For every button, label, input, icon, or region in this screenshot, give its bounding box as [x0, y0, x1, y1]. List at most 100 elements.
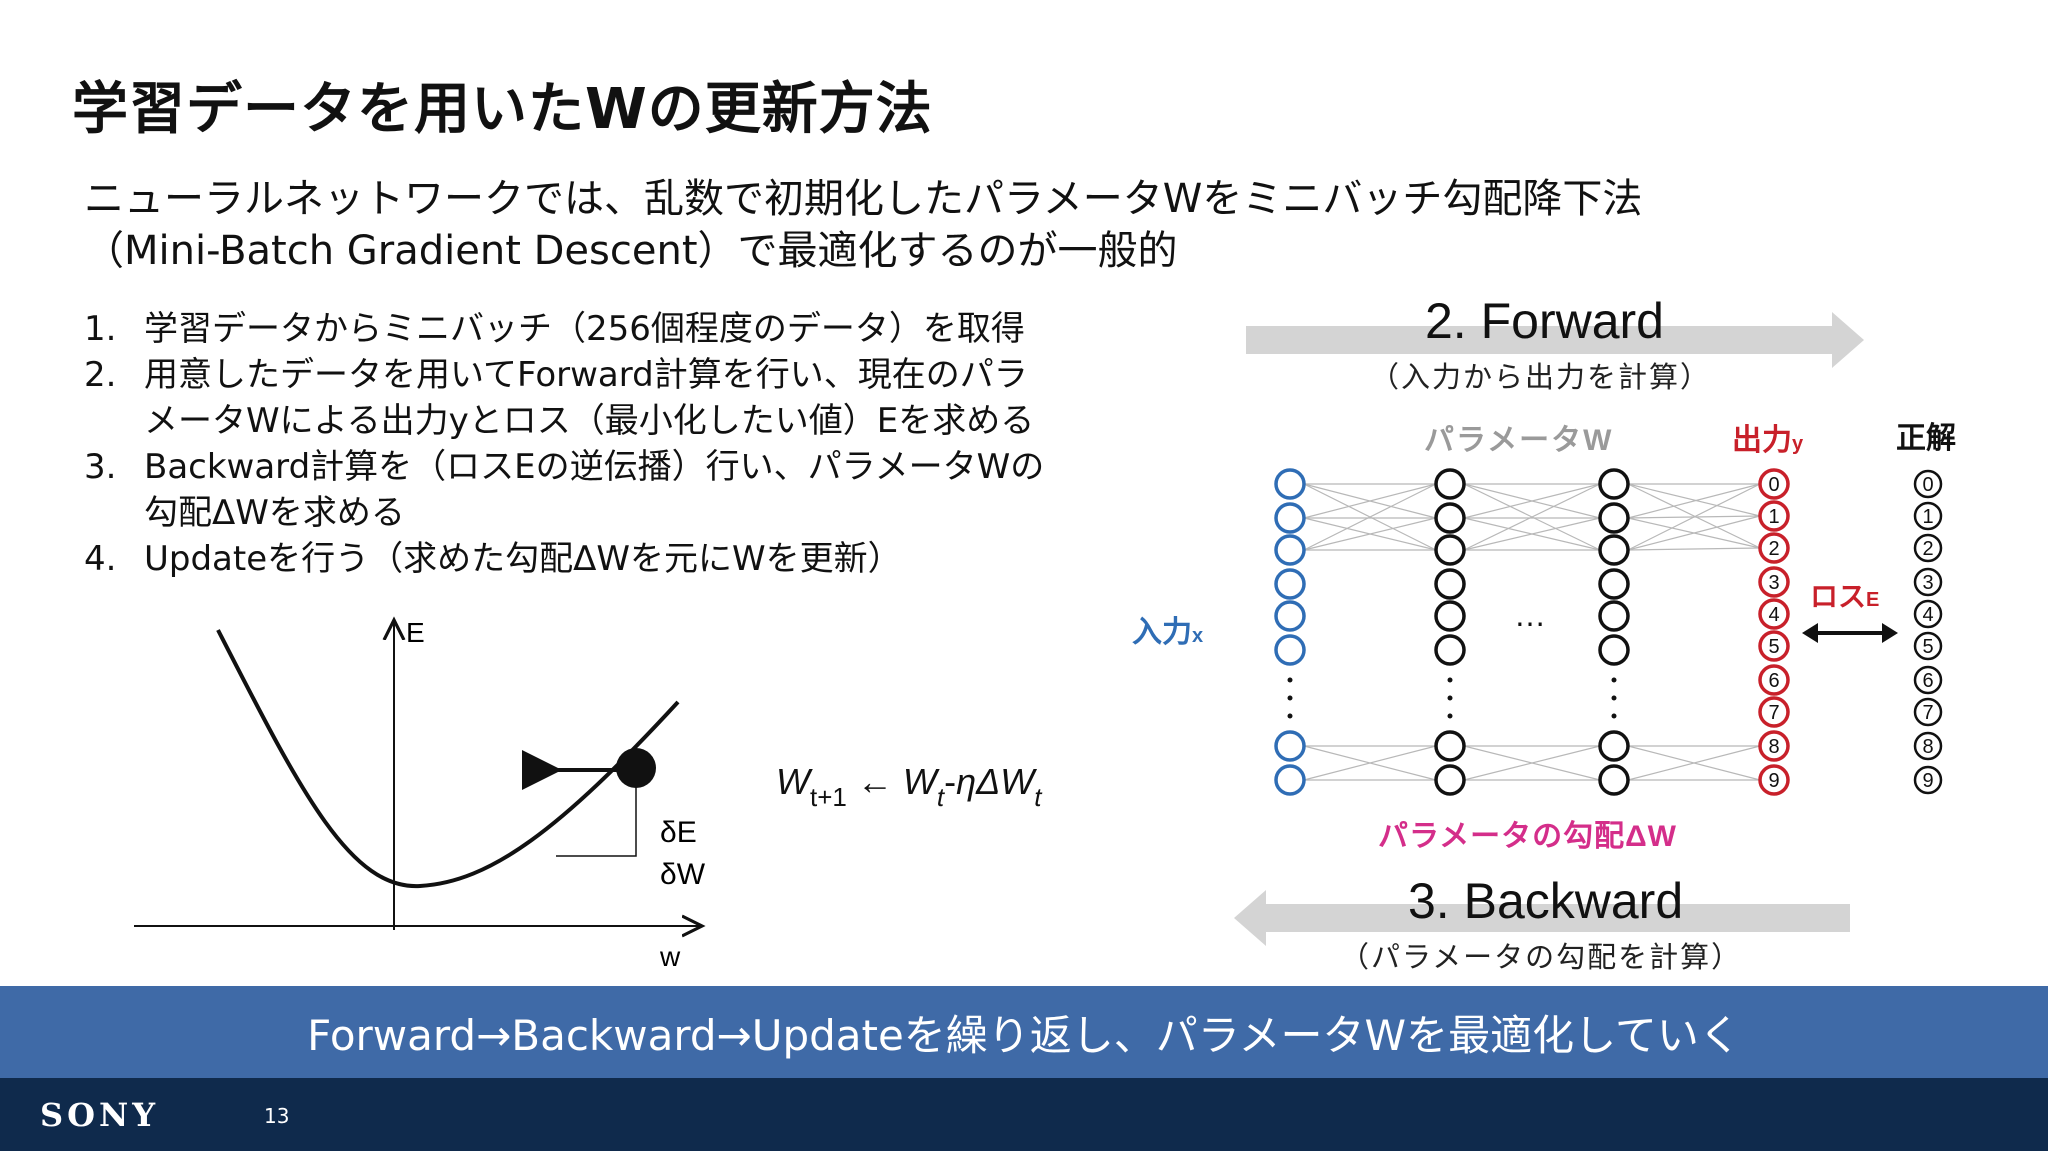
- x-axis-label: w: [659, 941, 681, 972]
- truth-digit: 3: [1922, 572, 1933, 594]
- input-node: [1274, 764, 1306, 796]
- truth-digit: 0: [1922, 474, 1933, 496]
- truth-digit: 4: [1922, 604, 1933, 626]
- ellipsis-dot: [1611, 695, 1617, 701]
- output-digit: 4: [1768, 604, 1779, 626]
- input-node: [1274, 568, 1306, 600]
- output-digit: 8: [1768, 736, 1779, 758]
- hidden-node: [1434, 634, 1466, 666]
- truth-node: [1913, 665, 1943, 695]
- truth-node: [1913, 567, 1943, 597]
- connection-line: [1303, 517, 1437, 551]
- hidden-node: [1434, 534, 1466, 566]
- current-point: [616, 748, 656, 788]
- loss-label: ロスE: [1810, 581, 1879, 612]
- ellipsis-dot: [1611, 677, 1617, 683]
- loss-arrow-right-head: [1882, 623, 1898, 643]
- loss-curve: [216, 629, 680, 889]
- truth-digit: 9: [1922, 770, 1933, 792]
- output-node: [1758, 696, 1790, 728]
- steps-list: 1. 学習データからミニバッチ（256個程度のデータ）を取得 2. 用意したデー…: [84, 306, 1044, 582]
- hidden-node: [1598, 468, 1630, 500]
- input-node: [1274, 634, 1306, 666]
- backward-label: 3. Backward: [1408, 873, 1684, 929]
- output-node: [1758, 598, 1790, 630]
- hidden-node: [1434, 502, 1466, 534]
- connection-line: [1627, 483, 1761, 551]
- connection-line: [1463, 483, 1601, 551]
- summary-banner: Forward→Backward→Updateを繰り返し、パラメータWを最適化し…: [0, 986, 2048, 1078]
- sony-logo: SONY: [40, 1096, 160, 1134]
- slope-numerator: δE: [660, 816, 697, 849]
- slope-denominator: δW: [660, 858, 706, 891]
- output-digit: 3: [1768, 572, 1779, 594]
- page-number: 13: [264, 1104, 290, 1128]
- slope-triangle: [556, 768, 637, 857]
- output-digit: 5: [1768, 636, 1779, 658]
- step-text: 用意したデータを用いてForward計算を行い、現在のパラ: [144, 355, 1028, 395]
- hidden-node: [1434, 568, 1466, 600]
- input-node: [1274, 730, 1306, 762]
- ellipsis-dot: [1447, 695, 1453, 701]
- hidden-node: [1434, 730, 1466, 762]
- connection-line: [1303, 483, 1437, 551]
- connection-line: [1303, 745, 1437, 781]
- params-label: パラメータW: [1424, 424, 1613, 457]
- y-axis-label: E: [406, 617, 425, 648]
- truth-node: [1913, 697, 1943, 727]
- connection-line: [1463, 483, 1601, 519]
- step-number: 4.: [84, 539, 117, 579]
- step-number: 3.: [84, 447, 117, 487]
- intro-line-1: ニューラルネットワークでは、乱数で初期化したパラメータWをミニバッチ勾配降下法: [84, 176, 1643, 222]
- truth-digit: 5: [1922, 636, 1933, 658]
- step-text-cont: メータWによる出力yとロス（最小化したい値）Eを求める: [144, 401, 1035, 441]
- input-node: [1274, 502, 1306, 534]
- truth-node: [1913, 501, 1943, 531]
- output-label: 出力y: [1732, 424, 1804, 457]
- input-label-text: 入力: [1132, 616, 1192, 649]
- truth-node: [1913, 533, 1943, 563]
- connection-line: [1627, 483, 1761, 517]
- connection-line: [1463, 745, 1601, 781]
- output-digit: 2: [1768, 538, 1779, 560]
- output-node: [1758, 500, 1790, 532]
- step-number: 1.: [84, 309, 117, 349]
- connections: [1303, 483, 1761, 781]
- connection-line: [1627, 483, 1761, 519]
- hidden-node: [1434, 600, 1466, 632]
- hidden-node: [1598, 764, 1630, 796]
- output-digit: 9: [1768, 770, 1779, 792]
- summary-text: Forward→Backward→Updateを繰り返し、パラメータWを最適化し…: [307, 1010, 1741, 1060]
- hidden-node: [1434, 764, 1466, 796]
- truth-node: [1913, 469, 1943, 499]
- slide-title: 学習データを用いたWの更新方法: [72, 77, 933, 142]
- input-node: [1274, 534, 1306, 566]
- ellipsis-dot: [1447, 677, 1453, 683]
- truth-node: [1913, 731, 1943, 761]
- ellipsis-dot: [1287, 695, 1293, 701]
- loss-curve-graph: E w δE δW: [134, 610, 706, 972]
- hidden-node: [1598, 534, 1630, 566]
- backward-arrow: [1234, 890, 1850, 946]
- truth-digit: 8: [1922, 736, 1933, 758]
- forward-sub-label: （入力から出力を計算）: [1370, 360, 1712, 394]
- output-node: [1758, 566, 1790, 598]
- step-text: Backward計算を（ロスEの逆伝播）行い、パラメータWの: [144, 447, 1045, 487]
- step-2: 2. 用意したデータを用いてForward計算を行い、現在のパラ メータWによる…: [84, 352, 1044, 444]
- output-digit: 6: [1768, 670, 1779, 692]
- connection-line: [1463, 517, 1601, 551]
- truth-digit: 2: [1922, 538, 1933, 560]
- hidden-node: [1598, 634, 1630, 666]
- output-node: [1758, 730, 1790, 762]
- ellipsis-dot: [1611, 713, 1617, 719]
- truth-digit: 7: [1922, 702, 1933, 724]
- intro-line-2: （Mini-Batch Gradient Descent）で最適化するのが一般的: [84, 228, 1178, 274]
- loss-label-text: ロス: [1810, 581, 1866, 612]
- step-3: 3. Backward計算を（ロスEの逆伝播）行い、パラメータWの 勾配ΔWを求…: [84, 444, 1044, 536]
- hidden-node: [1598, 568, 1630, 600]
- connection-line: [1627, 745, 1761, 781]
- input-node: [1274, 600, 1306, 632]
- step-text: 学習データからミニバッチ（256個程度のデータ）を取得: [144, 309, 1025, 349]
- truth-digit: 1: [1922, 506, 1933, 528]
- forward-arrow: [1246, 312, 1864, 368]
